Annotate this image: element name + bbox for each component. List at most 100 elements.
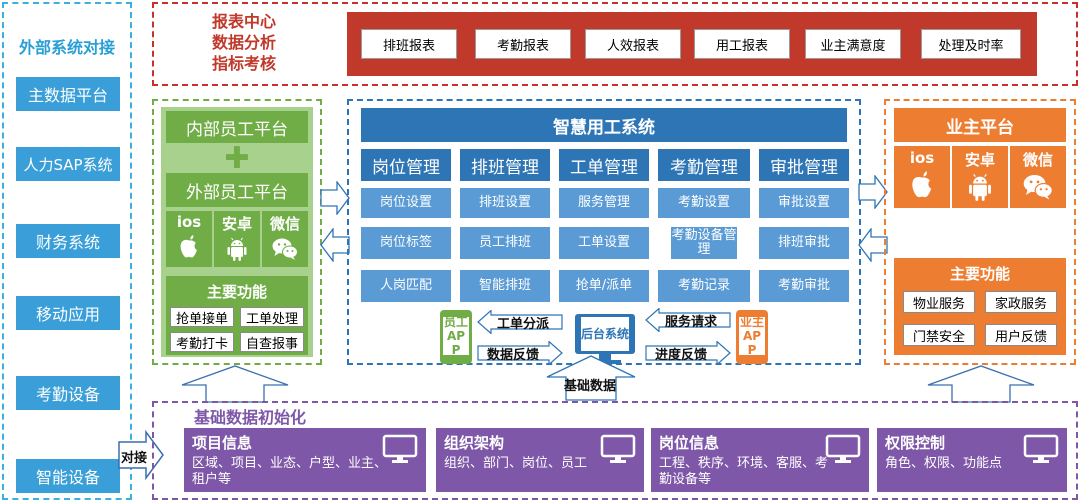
base-box-position[interactable]: 岗位信息 工程、秩序、环境、客服、考勤设备等 xyxy=(651,428,869,492)
employee-platform-panel: 内部员工平台 ✚ 外部员工平台 ios 安卓 微信 主要功能 抢单接单 工单处理… xyxy=(152,99,322,365)
report-heading-line-1: 报表中心 xyxy=(211,12,276,31)
progress-label: 进度反馈 xyxy=(655,348,708,363)
base-data-title: 基础数据初始化 xyxy=(194,408,307,427)
base-data-label: 基础数据 xyxy=(564,379,617,394)
owner-feature-housekeeping[interactable]: 家政服务 xyxy=(985,291,1057,313)
cell-attendance-approval[interactable]: 考勤审批 xyxy=(759,270,849,302)
base-box-organization[interactable]: 组织架构 组织、部门、岗位、员工 xyxy=(436,428,644,492)
backend-stand xyxy=(599,354,611,360)
base-box-permission[interactable]: 权限控制 角色、权限、功能点 xyxy=(877,428,1067,492)
employee-app-screen xyxy=(443,317,469,355)
cell-shift-approval[interactable]: 排班审批 xyxy=(759,227,849,259)
employee-platform-wechat[interactable]: 微信 xyxy=(262,211,308,267)
external-item-smart-device[interactable]: 智能设备 xyxy=(16,459,120,493)
backend-label: 后台系统 xyxy=(581,317,629,351)
base-to-employee-arrow xyxy=(180,365,290,403)
service-request-arrow xyxy=(645,308,731,332)
external-item-finance[interactable]: 财务系统 xyxy=(16,224,120,258)
employee-wechat-label: 微信 xyxy=(269,215,300,233)
base-box-permission-title: 权限控制 xyxy=(885,434,946,452)
internal-platform-title[interactable]: 内部员工平台 xyxy=(166,111,308,143)
cell-service-management[interactable]: 服务管理 xyxy=(559,188,649,218)
employee-platform-android[interactable]: 安卓 xyxy=(214,211,260,267)
owner-feature-user-feedback[interactable]: 用户反馈 xyxy=(985,324,1057,346)
smart-labor-panel: 智慧用工系统 岗位管理 排班管理 工单管理 考勤管理 审批管理 岗位设置 排班设… xyxy=(347,99,861,365)
base-box-project[interactable]: 项目信息 区域、项目、业态、户型、业主、租户等 xyxy=(184,428,426,492)
feature-order-processing[interactable]: 工单处理 xyxy=(240,307,304,327)
wechat-icon xyxy=(1023,175,1053,200)
plus-icon: ✚ xyxy=(224,140,250,176)
monitor-icon xyxy=(600,434,636,463)
external-platform-title[interactable]: 外部员工平台 xyxy=(166,173,308,207)
arrow-from-center-1 xyxy=(320,228,350,262)
feature-self-report[interactable]: 自查报事 xyxy=(240,332,304,352)
smart-labor-title: 智慧用工系统 xyxy=(361,108,847,142)
external-item-master-data[interactable]: 主数据平台 xyxy=(16,77,120,111)
owner-feature-property[interactable]: 物业服务 xyxy=(903,291,975,313)
report-tab-timeliness[interactable]: 处理及时率 xyxy=(921,29,1021,59)
col-header-work-order[interactable]: 工单管理 xyxy=(559,149,649,181)
col-header-position[interactable]: 岗位管理 xyxy=(361,149,451,181)
android-icon xyxy=(227,237,247,261)
apple-icon xyxy=(180,235,197,258)
connector-label: 对接 xyxy=(121,451,148,466)
cell-employee-shift[interactable]: 员工排班 xyxy=(460,227,550,259)
external-systems-title: 外部系统对接 xyxy=(18,38,115,57)
owner-app-screen xyxy=(739,317,765,355)
employee-android-label: 安卓 xyxy=(221,215,252,233)
report-center-panel: 报表中心 数据分析 指标考核 排班报表 考勤报表 人效报表 用工报表 业主满意度… xyxy=(152,2,1078,86)
owner-app-label: 业主APP xyxy=(739,315,764,357)
owner-platform-ios[interactable]: ios xyxy=(894,146,950,208)
base-box-organization-desc: 组织、部门、岗位、员工 xyxy=(444,456,588,471)
cell-work-order-settings[interactable]: 工单设置 xyxy=(559,227,649,259)
base-data-arrow xyxy=(546,355,636,401)
employee-platform-ios[interactable]: ios xyxy=(166,211,212,267)
report-tab-satisfaction[interactable]: 业主满意度 xyxy=(805,29,901,59)
col-header-attendance[interactable]: 考勤管理 xyxy=(658,149,750,181)
feedback-label: 数据反馈 xyxy=(487,348,540,363)
cell-position-matching[interactable]: 人岗匹配 xyxy=(361,270,451,302)
monitor-icon xyxy=(1023,434,1059,463)
owner-platform-panel: 业主平台 ios 安卓 微信 主要功能 物业服务 家政服务 门禁安全 用户反馈 xyxy=(884,99,1076,365)
cell-grab-dispatch[interactable]: 抢单/派单 xyxy=(559,270,649,302)
report-tab-shift[interactable]: 排班报表 xyxy=(361,29,457,59)
cell-approval-settings[interactable]: 审批设置 xyxy=(759,188,849,218)
owner-platform-title[interactable]: 业主平台 xyxy=(894,108,1066,142)
owner-feature-access-security[interactable]: 门禁安全 xyxy=(903,324,975,346)
feature-grab-order[interactable]: 抢单接单 xyxy=(170,307,234,327)
owner-platform-android[interactable]: 安卓 xyxy=(952,146,1008,208)
report-tab-labor[interactable]: 用工报表 xyxy=(694,29,790,59)
cell-smart-shift[interactable]: 智能排班 xyxy=(460,270,550,302)
owner-features-title: 主要功能 xyxy=(949,265,1010,283)
external-item-attendance-device[interactable]: 考勤设备 xyxy=(16,376,120,410)
base-box-project-desc: 区域、项目、业态、户型、业主、租户等 xyxy=(192,456,388,487)
cell-attendance-device-mgmt[interactable]: 考勤设备管理 xyxy=(671,227,737,259)
cell-attendance-settings[interactable]: 考勤设置 xyxy=(658,188,750,218)
cell-position-tags[interactable]: 岗位标签 xyxy=(361,227,451,259)
employee-app-label: 员工APP xyxy=(443,315,468,357)
report-tab-attendance[interactable]: 考勤报表 xyxy=(475,29,571,59)
employee-app-phone[interactable]: 员工APP xyxy=(440,310,472,364)
monitor-icon xyxy=(825,434,861,463)
owner-platform-wechat[interactable]: 微信 xyxy=(1010,146,1066,208)
base-box-permission-desc: 角色、权限、功能点 xyxy=(885,456,1003,471)
service-request-label: 服务请求 xyxy=(665,315,718,330)
owner-android-label: 安卓 xyxy=(964,151,995,169)
feature-attendance-checkin[interactable]: 考勤打卡 xyxy=(170,332,234,352)
arrow-to-center-1 xyxy=(320,181,350,215)
external-item-sap[interactable]: 人力SAP系统 xyxy=(16,147,120,181)
report-tabs-bar: 排班报表 考勤报表 人效报表 用工报表 业主满意度 处理及时率 xyxy=(347,12,1037,76)
owner-app-phone[interactable]: 业主APP xyxy=(736,310,768,364)
col-header-shift[interactable]: 排班管理 xyxy=(460,149,550,181)
wechat-icon xyxy=(272,238,298,260)
base-box-organization-title: 组织架构 xyxy=(444,434,505,452)
report-heading-line-3: 指标考核 xyxy=(211,54,276,73)
cell-attendance-records[interactable]: 考勤记录 xyxy=(658,270,750,302)
external-item-mobile[interactable]: 移动应用 xyxy=(16,296,120,330)
col-header-approval[interactable]: 审批管理 xyxy=(759,149,849,181)
report-tab-efficiency[interactable]: 人效报表 xyxy=(585,29,681,59)
cell-position-settings[interactable]: 岗位设置 xyxy=(361,188,451,218)
arrow-to-owner-1 xyxy=(858,175,888,209)
cell-shift-settings[interactable]: 排班设置 xyxy=(460,188,550,218)
employee-ios-label: ios xyxy=(176,213,202,231)
